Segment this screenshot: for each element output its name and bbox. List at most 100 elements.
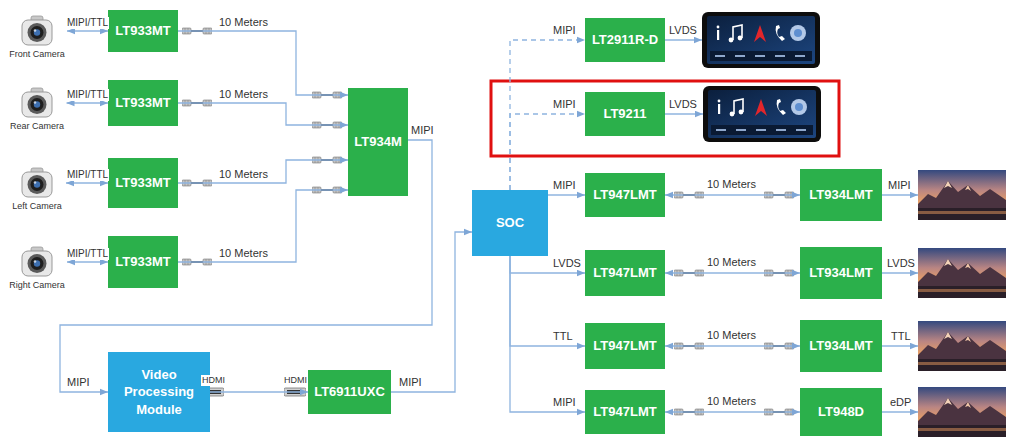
connector bbox=[548, 194, 585, 195]
camera-node: Right Camera bbox=[7, 245, 67, 294]
connector bbox=[210, 391, 308, 392]
signal-label: MIPI bbox=[887, 179, 912, 192]
node-text: LT934LMT bbox=[809, 186, 872, 204]
display-screen bbox=[918, 170, 1006, 220]
chip-box: LT933MT bbox=[108, 80, 178, 126]
signal-label: HDMI bbox=[201, 375, 226, 386]
connector bbox=[66, 182, 108, 183]
signal-label: TTL bbox=[552, 330, 574, 343]
chip-box: LT934LMT bbox=[800, 247, 882, 299]
node-text: LT933MT bbox=[115, 174, 170, 192]
node-text: LT933MT bbox=[115, 22, 170, 40]
signal-label: MIPI/TTL bbox=[66, 17, 109, 29]
chip-box: LT9211 bbox=[585, 92, 665, 136]
connector bbox=[510, 40, 585, 190]
node-text: LT2911R-D bbox=[592, 31, 658, 49]
signal-label: eDP bbox=[889, 396, 912, 409]
chip-box: LT933MT bbox=[108, 10, 178, 52]
signal-label: MIPI bbox=[552, 98, 577, 111]
node-text: LT934LMT bbox=[809, 264, 872, 282]
signal-label: MIPI/TTL bbox=[66, 89, 109, 101]
chip-box: LT2911R-D bbox=[585, 18, 665, 62]
node-text: SOC bbox=[496, 214, 524, 232]
node-text: Video Processing Module bbox=[108, 366, 210, 419]
node-text: LT947LMT bbox=[593, 264, 656, 282]
connector bbox=[67, 30, 108, 31]
connector bbox=[178, 103, 348, 125]
chip-box: LT6911UXC bbox=[308, 370, 391, 414]
signal-label: 10 Meters bbox=[218, 16, 269, 29]
connector bbox=[510, 256, 585, 412]
signal-label: MIPI/TTL bbox=[66, 248, 109, 260]
signal-label: 10 Meters bbox=[218, 168, 269, 181]
node-text: LT933MT bbox=[115, 253, 170, 271]
display-screen bbox=[918, 387, 1006, 437]
display-screen bbox=[703, 86, 821, 142]
processor-box: SOC bbox=[472, 190, 548, 256]
chip-box: LT933MT bbox=[108, 236, 178, 288]
chip-box: LT934M bbox=[348, 88, 408, 196]
signal-label: MIPI/TTL bbox=[66, 169, 109, 181]
camera-node: Front Camera bbox=[7, 14, 67, 63]
node-text: Rear Camera bbox=[10, 120, 64, 132]
signal-label: TTL bbox=[890, 330, 912, 343]
camera-icon bbox=[22, 88, 52, 117]
node-text: LT948D bbox=[818, 403, 864, 421]
display-wires bbox=[665, 40, 918, 412]
connector bbox=[178, 190, 348, 262]
connector bbox=[665, 411, 800, 412]
connector bbox=[67, 102, 109, 103]
node-text: LT947LMT bbox=[593, 337, 656, 355]
connector bbox=[178, 31, 348, 95]
signal-label: LVDS bbox=[886, 257, 916, 270]
chip-box: LT947LMT bbox=[585, 323, 665, 369]
signal-label: LVDS bbox=[668, 98, 698, 111]
camera-icon bbox=[22, 168, 52, 197]
node-text: LT9211 bbox=[603, 105, 646, 123]
signal-label: LVDS bbox=[668, 24, 698, 37]
signal-label: LVDS bbox=[552, 257, 582, 270]
signal-label: 10 Meters bbox=[218, 247, 269, 260]
connector bbox=[178, 160, 348, 183]
node-text: Left Camera bbox=[12, 200, 62, 212]
signal-label: 10 Meters bbox=[218, 88, 269, 101]
node-text: LT947LMT bbox=[593, 186, 656, 204]
signal-label: MIPI bbox=[552, 396, 577, 409]
node-text: LT934M bbox=[354, 133, 401, 151]
connector bbox=[665, 345, 800, 346]
signal-label: MIPI bbox=[66, 376, 91, 389]
signal-label: 10 Meters bbox=[706, 329, 757, 342]
node-text: LT934LMT bbox=[809, 337, 872, 355]
display-screen bbox=[918, 321, 1006, 371]
chip-box: LT948D bbox=[800, 388, 882, 436]
chip-box: LT934LMT bbox=[800, 320, 882, 372]
signal-label: 10 Meters bbox=[706, 256, 757, 269]
chip-box: LT947LMT bbox=[585, 250, 665, 296]
signal-label: 10 Meters bbox=[706, 395, 757, 408]
node-text: LT933MT bbox=[115, 94, 170, 112]
connector bbox=[510, 256, 585, 273]
chip-box: LT947LMT bbox=[585, 390, 665, 434]
camera-node: Rear Camera bbox=[8, 86, 67, 135]
node-text: Front Camera bbox=[9, 48, 65, 60]
signal-label: HDMI bbox=[283, 375, 308, 386]
signal-label: MIPI bbox=[552, 179, 577, 192]
signal-label: MIPI bbox=[552, 24, 577, 37]
connector bbox=[510, 256, 585, 346]
chip-box: LT933MT bbox=[108, 158, 178, 208]
node-text: LT947LMT bbox=[593, 403, 656, 421]
node-text: LT6911UXC bbox=[314, 383, 385, 401]
connector bbox=[665, 272, 800, 273]
display-screen bbox=[918, 248, 1006, 298]
chip-box: LT947LMT bbox=[585, 173, 665, 217]
display-screen bbox=[702, 12, 820, 68]
node-text: Right Camera bbox=[9, 279, 65, 291]
chip-box: LT934LMT bbox=[800, 169, 882, 221]
connector bbox=[665, 194, 800, 195]
signal-label: MIPI bbox=[398, 376, 423, 389]
signal-label: MIPI bbox=[410, 124, 435, 137]
highlight-frame bbox=[491, 81, 839, 156]
camera-node: Left Camera bbox=[8, 166, 66, 215]
camera-icon bbox=[22, 16, 52, 45]
